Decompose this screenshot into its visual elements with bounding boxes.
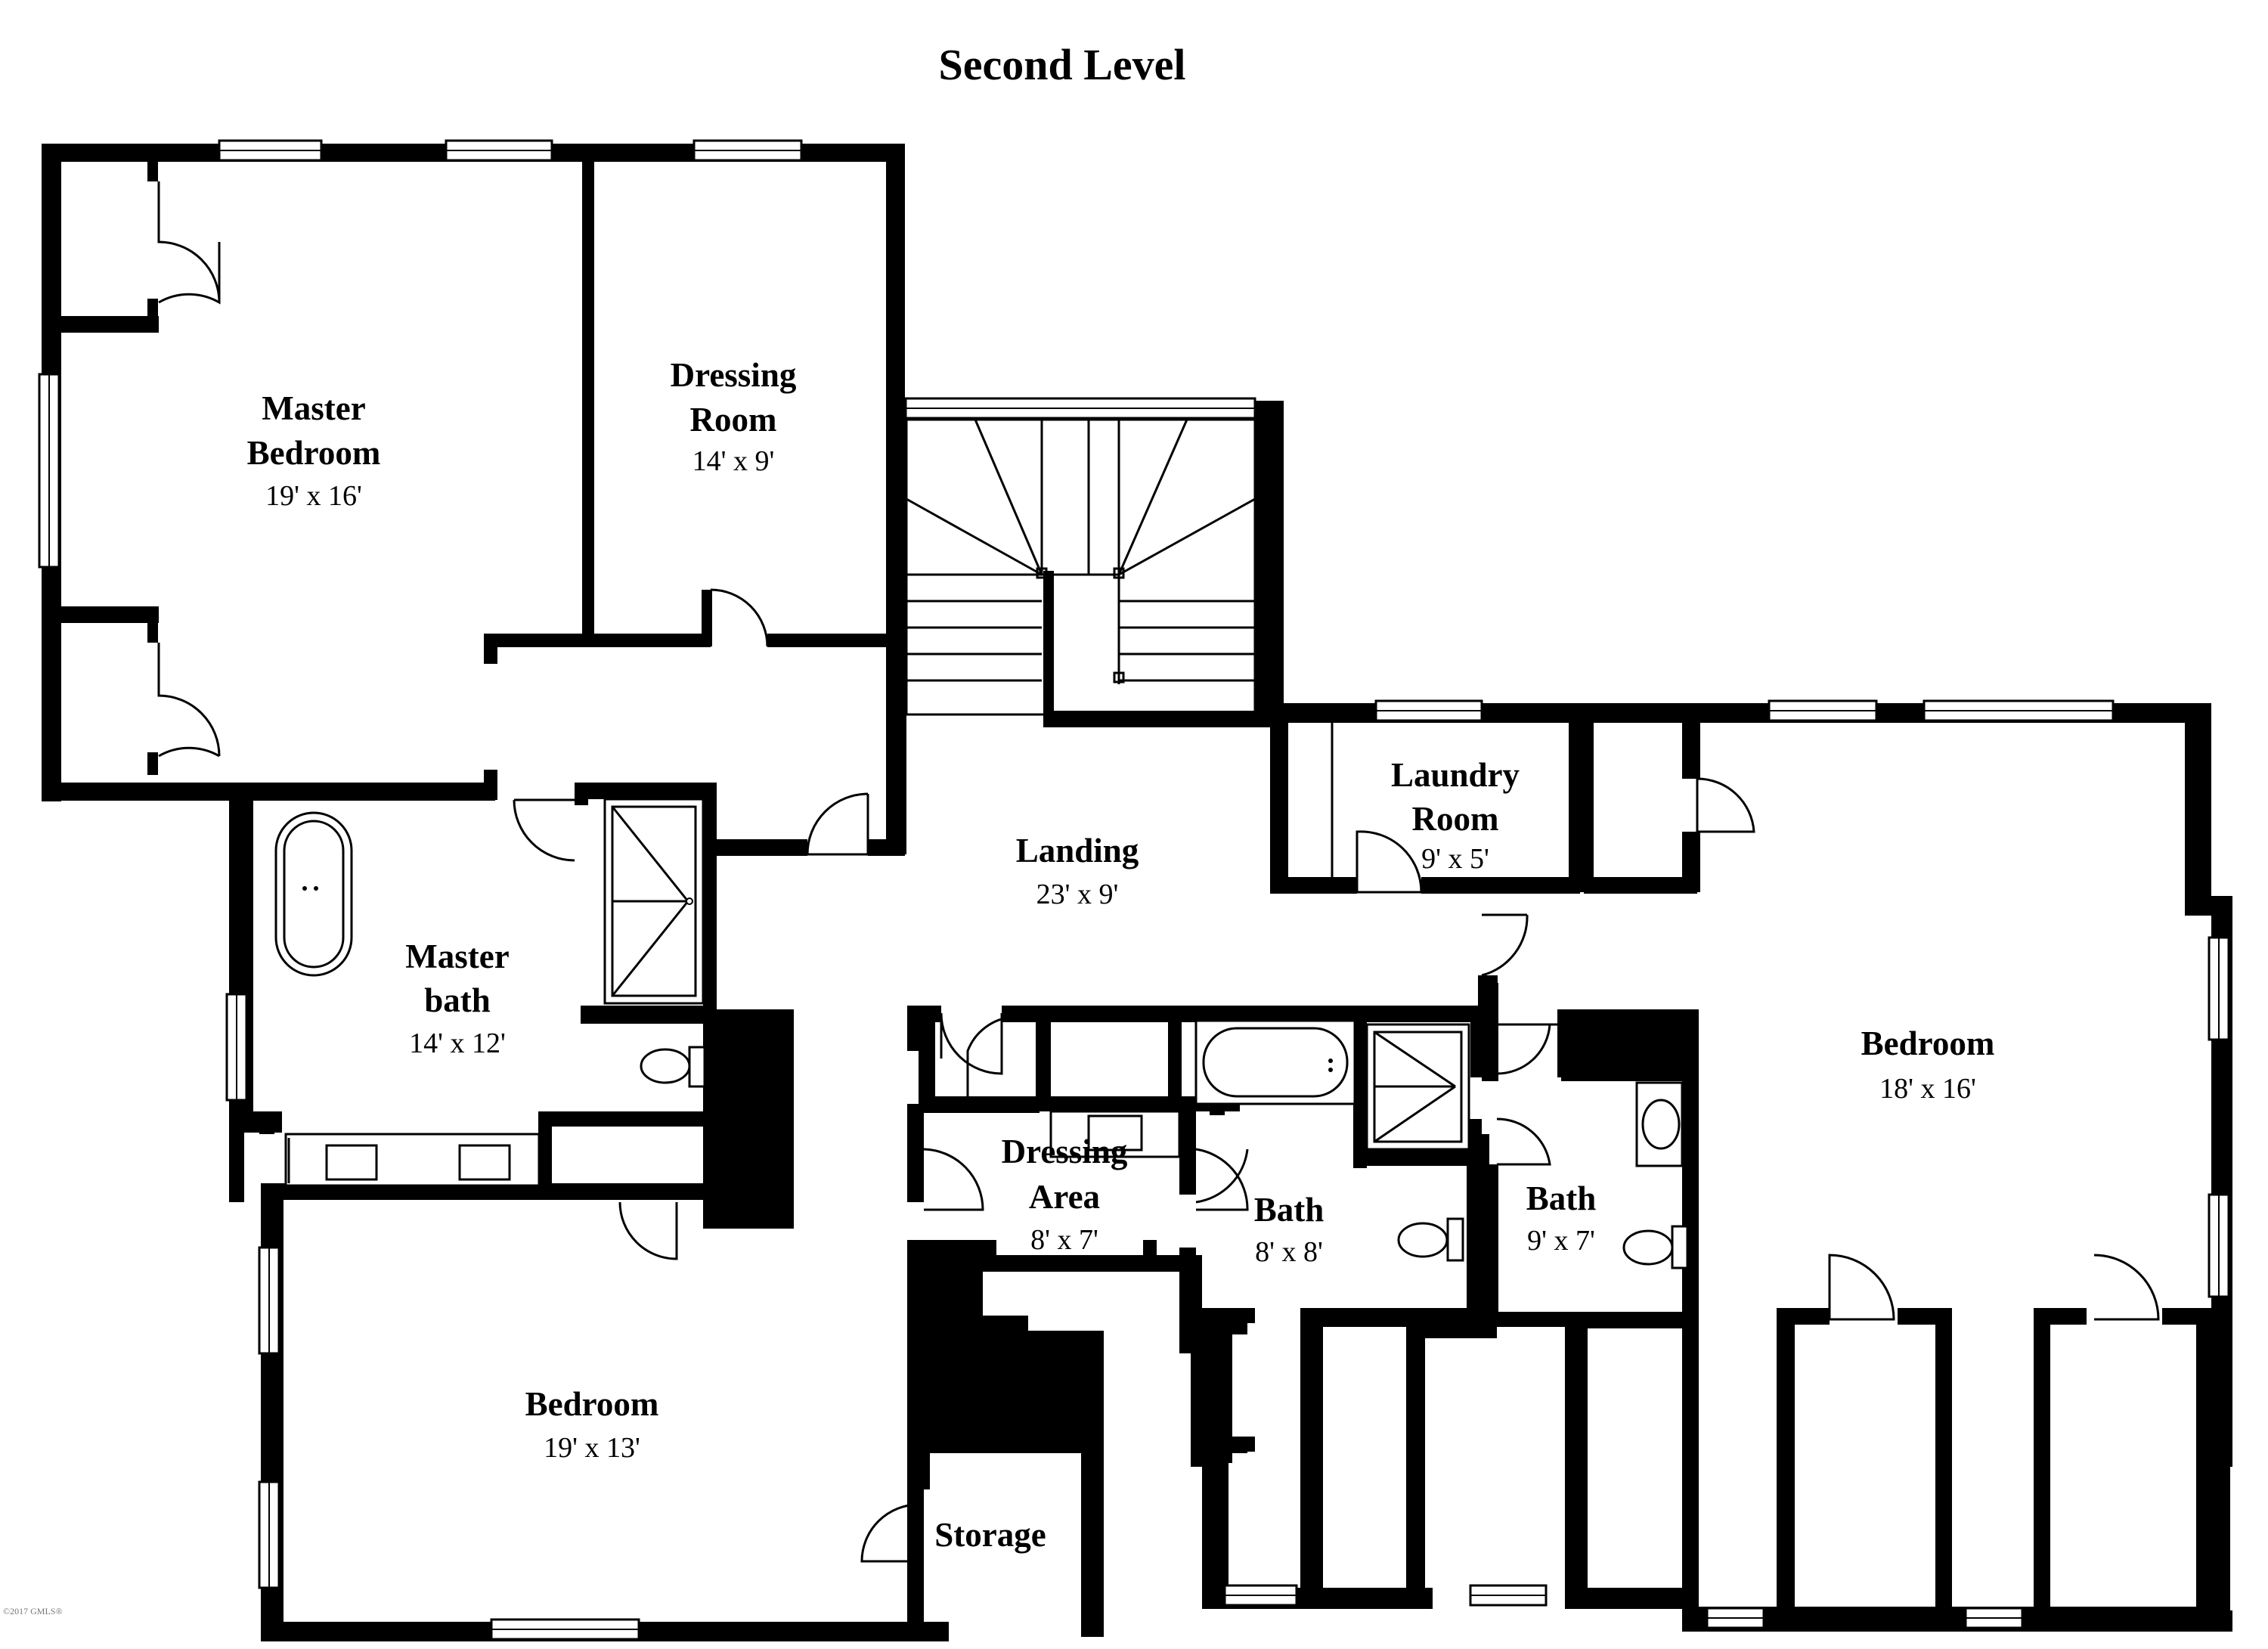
- walls: [42, 144, 2232, 1641]
- room-name-master-bath-2: bath: [424, 981, 491, 1019]
- room-size-dressing-room: 14' x 9': [692, 445, 775, 477]
- room-name-dressing-area-1: Dressing: [1002, 1133, 1128, 1170]
- room-name-laundry-2: Room: [1412, 800, 1499, 838]
- room-size-dressing-area: 8' x 7': [1030, 1224, 1098, 1256]
- room-size-laundry: 9' x 5': [1421, 843, 1489, 875]
- room-size-bedroom-east: 18' x 16': [1879, 1073, 1976, 1105]
- room-name-bedroom-east: Bedroom: [1861, 1024, 1995, 1062]
- room-name-master-bedroom-2: Bedroom: [247, 434, 381, 472]
- room-name-dressing-room-2: Room: [690, 401, 777, 439]
- room-name-dressing-room-1: Dressing: [671, 356, 797, 394]
- room-size-landing: 23' x 9': [1036, 879, 1119, 910]
- room-labels: Master Bedroom 19' x 16' Dressing Room 1…: [247, 356, 1995, 1554]
- staircase: [905, 418, 1256, 716]
- room-name-landing: Landing: [1016, 832, 1139, 869]
- room-name-master-bath-1: Master: [405, 938, 509, 975]
- toilet-icon: [640, 1048, 691, 1084]
- room-name-bath-east: Bath: [1526, 1179, 1597, 1217]
- watermark: ©2017 GMLS®: [3, 1606, 63, 1616]
- room-name-bath-center: Bath: [1254, 1191, 1325, 1229]
- room-name-dressing-area-2: Area: [1029, 1178, 1100, 1216]
- room-name-bedroom-south: Bedroom: [525, 1385, 659, 1423]
- plan-title: Second Level: [938, 40, 1185, 89]
- room-size-bath-center: 8' x 8': [1255, 1236, 1323, 1268]
- room-name-storage: Storage: [934, 1516, 1046, 1554]
- room-name-master-bedroom-1: Master: [262, 389, 365, 427]
- room-size-master-bath: 14' x 12': [409, 1028, 506, 1059]
- room-size-bath-east: 9' x 7': [1527, 1225, 1595, 1257]
- room-size-bedroom-south: 19' x 13': [544, 1432, 640, 1464]
- room-size-master-bedroom: 19' x 16': [265, 480, 362, 512]
- doors: [157, 181, 2160, 1563]
- fixtures: [274, 722, 1689, 1269]
- windows: [38, 139, 2230, 1641]
- room-name-laundry-1: Laundry: [1391, 756, 1520, 794]
